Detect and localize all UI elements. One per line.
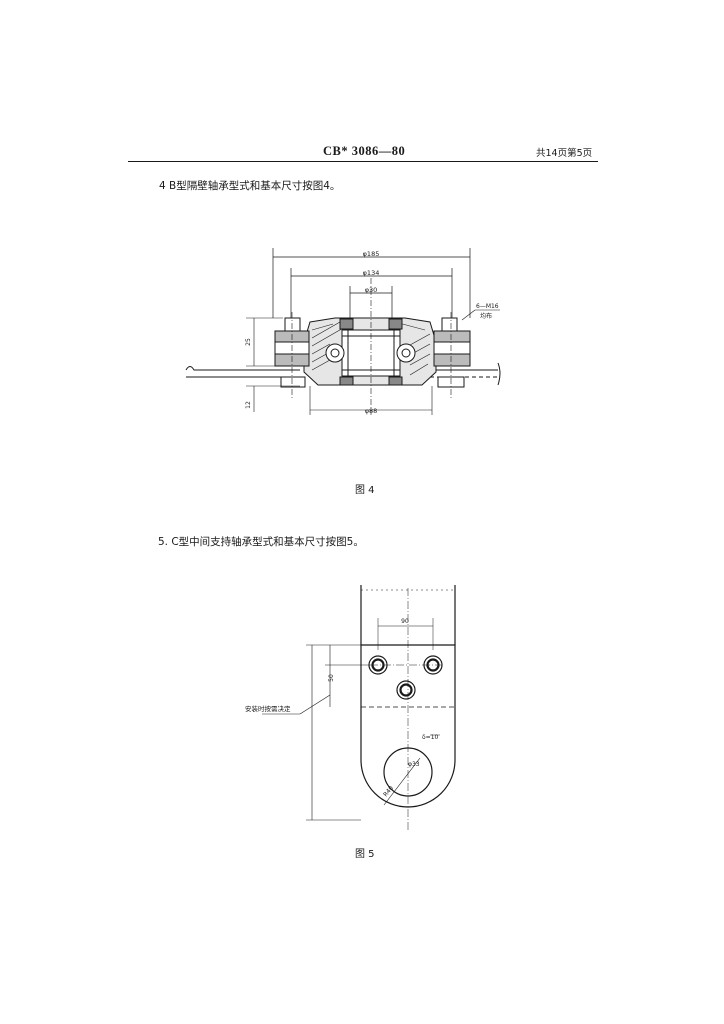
- dim-height: 25: [245, 338, 252, 346]
- dim-spacing: 90: [401, 618, 409, 625]
- figure-4-caption: 图 4: [355, 485, 375, 496]
- figure-5-caption: 图 5: [355, 849, 375, 860]
- mount-label: 安装时按需决定: [245, 704, 291, 713]
- standard-number: CB* 3086—80: [323, 144, 406, 158]
- section-5-text: 5. C型中间支持轴承型式和基本尺寸按图5。: [158, 536, 364, 548]
- dim-bolt-spec: 6—M16: [476, 303, 499, 310]
- dim-thickness: δ=10: [422, 734, 439, 741]
- section-4-text: 4 B型隔壁轴承型式和基本尺寸按图4。: [159, 180, 341, 192]
- dim-bolt-note: 均布: [480, 312, 492, 320]
- figure-5-drawing: 90 50 安装时按需决定 δ=10 φ33 R40: [245, 585, 456, 830]
- dim-outer-dia: φ185: [363, 250, 380, 258]
- dim-hole-dia: φ33: [408, 761, 420, 768]
- dim-inner-bottom: φ88: [365, 407, 378, 415]
- header-rule: [128, 161, 598, 162]
- dim-height: 50: [328, 674, 335, 682]
- dim-bolt-circle: φ134: [363, 269, 380, 277]
- dim-lower: 12: [245, 401, 252, 409]
- dim-inner-top: φ30: [365, 286, 378, 294]
- figure-4-drawing: φ185 φ134 φ30 φ88 6—M16 均布 25 12: [185, 248, 501, 415]
- page-info: 共14页第5页: [536, 148, 593, 159]
